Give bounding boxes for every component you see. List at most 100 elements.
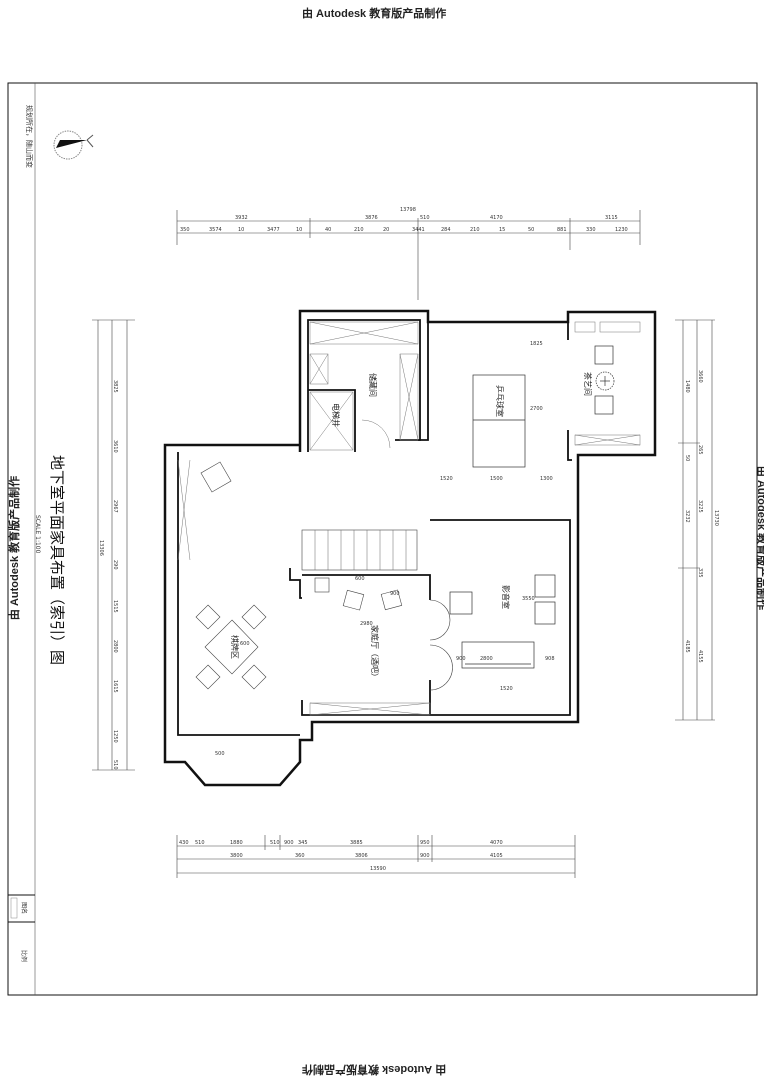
top-dimension-label: 3932: [235, 215, 248, 221]
top-dimension-label: 40: [325, 227, 331, 233]
interior-dimension-label: 1300: [540, 476, 553, 482]
top-dimension-label: 50: [528, 227, 534, 233]
family-hall-furniture: [314, 577, 453, 691]
drawing-name-label: 图名: [20, 902, 28, 914]
top-dimension-label: 210: [354, 227, 364, 233]
room-label-av: 影音室: [501, 585, 511, 609]
top-dimension-label: 330: [586, 227, 596, 233]
top-dimension-label: 10: [296, 227, 302, 233]
left-dimension-label: 290: [112, 560, 118, 570]
left-total-dimension: 13306: [98, 540, 104, 556]
bottom-total-dimension: 13590: [370, 866, 386, 872]
interior-dimension-label: 900: [390, 591, 400, 597]
interior-dimension-label: 908: [545, 656, 555, 662]
bottom-dimension-label: 3885: [350, 840, 363, 846]
bottom-dimension-label: 1880: [230, 840, 243, 846]
room-label-elevator: 电梯井: [331, 403, 341, 427]
right-dimension-label: 3660: [697, 370, 703, 383]
top-dimension-label: 510: [420, 215, 430, 221]
room-label-storage: 储藏间: [368, 373, 378, 397]
tea-room-furniture: [594, 345, 615, 415]
ratio-label: 比例: [20, 950, 28, 962]
top-dimension-label: 284: [441, 227, 451, 233]
room-label-tea: 茶艺间: [583, 372, 593, 396]
drawing-frame: [7, 82, 758, 996]
bottom-dimension-label: 900: [420, 853, 430, 859]
storage-cabinets: [177, 321, 641, 716]
room-label-chess: 棋牌区: [230, 635, 240, 659]
bottom-dimension-label: 510: [270, 840, 280, 846]
interior-dimension-label: 2800: [480, 656, 493, 662]
staircase: [301, 529, 418, 571]
top-dimension-label: 3477: [267, 227, 280, 233]
interior-dimension-label: 1500: [490, 476, 503, 482]
left-dimension-label: 2967: [112, 500, 118, 513]
av-room-furniture: [449, 574, 556, 669]
watermark-top: 由 Autodesk 教育版产品制作: [302, 8, 447, 20]
right-dimension-label: 50: [684, 455, 690, 461]
left-dimension-label: 3825: [112, 380, 118, 393]
drawing-scale: SCALE 1:100: [34, 515, 41, 554]
right-total-dimension: 13730: [713, 510, 719, 526]
right-dimension-label: 335: [697, 568, 703, 578]
stair-treads: [314, 530, 407, 570]
top-dimension-label: 20: [383, 227, 389, 233]
interior-dimension-label: 500: [215, 751, 225, 757]
bottom-dimension-label: 4070: [490, 840, 503, 846]
right-dimension-label: 3225: [697, 500, 703, 513]
top-dimension-label: 350: [180, 227, 190, 233]
left-dimension-label: 1250: [112, 730, 118, 743]
room-label-pingpong: 乒乓球室: [495, 385, 505, 417]
top-dimension-label: 210: [470, 227, 480, 233]
right-dimension-label: 3232: [684, 510, 690, 523]
interior-dimension-label: 2980: [360, 621, 373, 627]
top-dimension-label: 1230: [615, 227, 628, 233]
interior-dimension-label: 2700: [530, 406, 543, 412]
motto-text: 规划所在，随山而变: [25, 105, 34, 168]
room-label-family-hall: 家庭厅（酒吧）: [370, 625, 380, 681]
bottom-dimension-label: 345: [298, 840, 308, 846]
interior-dimension-label: 1520: [440, 476, 453, 482]
top-total-dimension: 13798: [400, 207, 416, 213]
interior-dimension-label: 900: [456, 656, 466, 662]
left-dimension-label: 1615: [112, 680, 118, 693]
chess-table-set: [195, 461, 267, 690]
right-dimension-label: 4155: [697, 650, 703, 663]
right-dimension-label: 1480: [684, 380, 690, 393]
right-dimension-label: 265: [697, 445, 703, 455]
interior-dimension-label: 600: [240, 641, 250, 647]
bottom-dimension-label: 950: [420, 840, 430, 846]
top-dimension-label: 4170: [490, 215, 503, 221]
right-dimension-label: 4185: [684, 640, 690, 653]
top-dimension-label: 10: [238, 227, 244, 233]
left-dimension-label: 510: [112, 760, 118, 770]
top-dimension-label: 3441: [412, 227, 425, 233]
interior-dimension-label: 3550: [522, 596, 535, 602]
right-dimension-lines: [675, 319, 715, 721]
top-dimension-label: 3115: [605, 215, 618, 221]
left-dimension-label: 1515: [112, 600, 118, 613]
top-dimension-label: 3574: [209, 227, 222, 233]
bottom-dimension-label: 3806: [355, 853, 368, 859]
north-arrow-icon: [53, 130, 94, 160]
bottom-dimension-label: 3800: [230, 853, 243, 859]
left-dimension-label: 3610: [112, 440, 118, 453]
bottom-dimension-lines: [176, 835, 576, 878]
bottom-dimension-label: 4105: [490, 853, 503, 859]
bottom-dimension-label: 900: [284, 840, 294, 846]
interior-dimension-label: 1825: [530, 341, 543, 347]
left-dimension-label: 2800: [112, 640, 118, 653]
exterior-walls: [163, 309, 657, 787]
bottom-dimension-label: 360: [295, 853, 305, 859]
interior-dimension-label: 600: [355, 576, 365, 582]
drawing-title: 地下室平面家具布置（索引）图: [48, 455, 66, 665]
left-dimension-lines: [92, 319, 135, 771]
interior-dimension-label: 1520: [500, 686, 513, 692]
top-dimension-lines: [176, 210, 641, 300]
top-dimension-label: 3876: [365, 215, 378, 221]
bottom-dimension-label: 430: [179, 840, 189, 846]
top-dimension-label: 881: [557, 227, 567, 233]
top-dimension-label: 15: [499, 227, 505, 233]
ping-pong-table: [472, 374, 526, 468]
